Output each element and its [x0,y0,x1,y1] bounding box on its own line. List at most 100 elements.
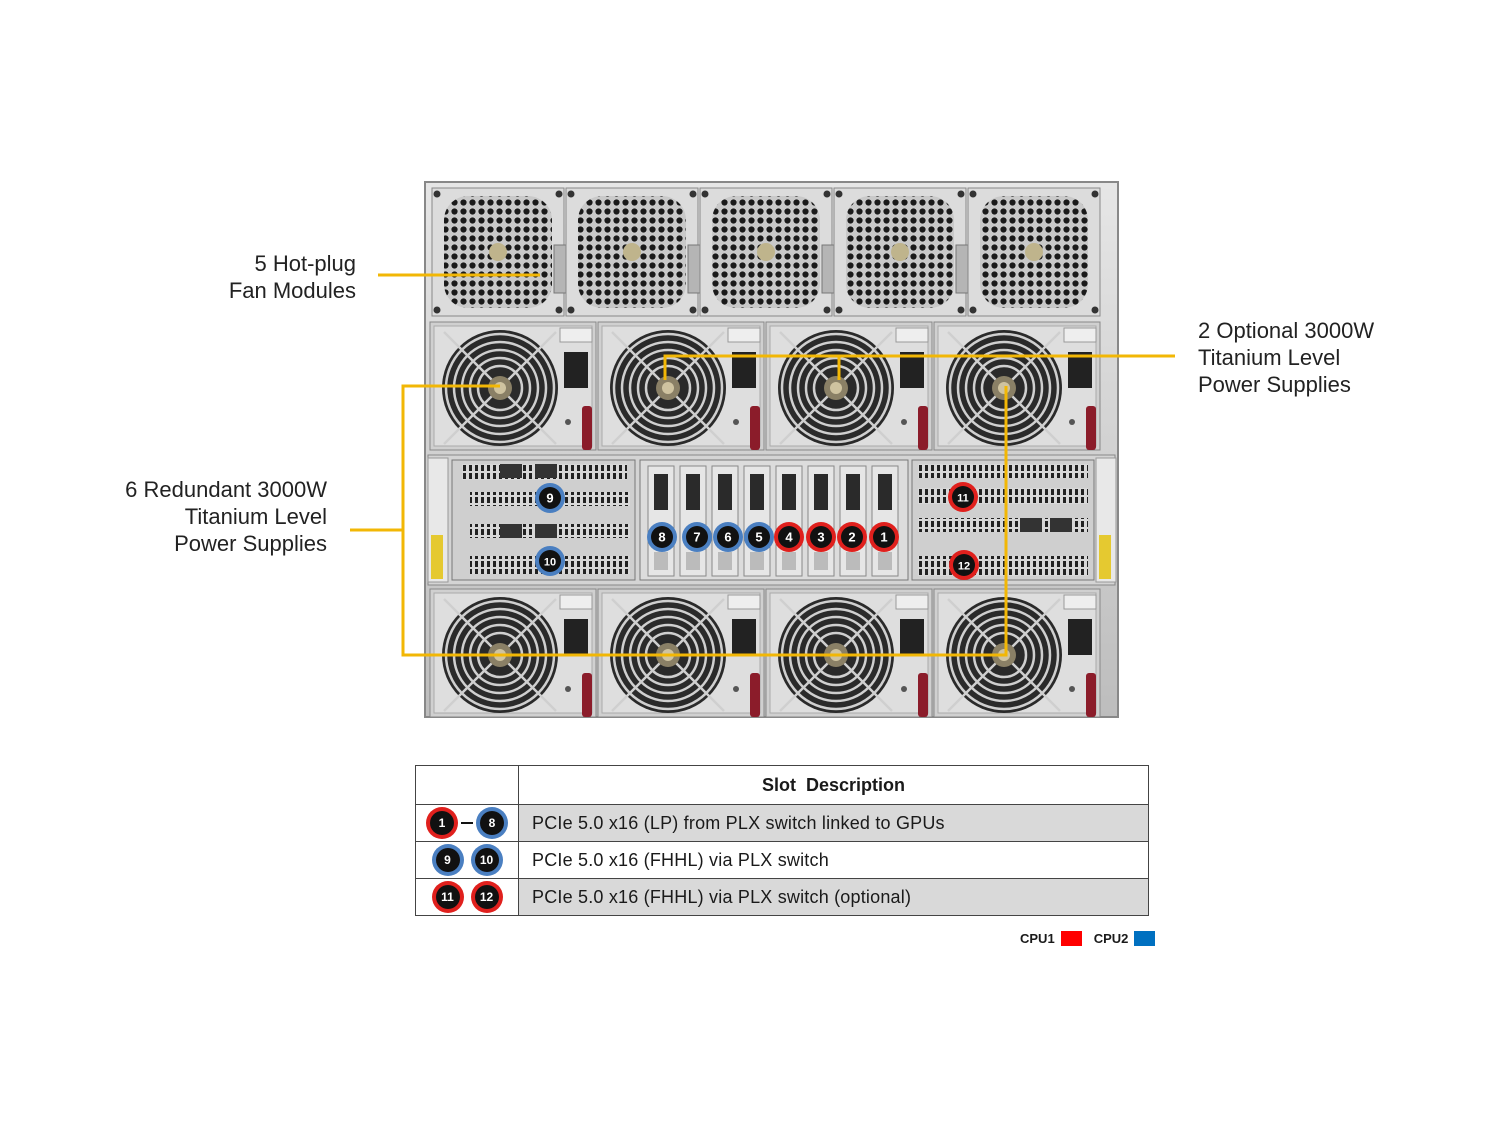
table-header-icons [415,765,519,805]
slot-badge-number: 2 [848,530,855,545]
callout-line-2: Titanium Level [1198,345,1341,370]
power-supply[interactable] [933,321,1101,451]
slot-badge-11: 11 [948,482,978,512]
legend-cpu2-swatch [1134,931,1156,946]
optional-psu-callout: 2 Optional 3000W Titanium Level Power Su… [1198,317,1374,398]
pcie-lp-slot[interactable] [679,465,707,577]
slot-badge-number: 7 [693,530,700,545]
row-badges: 9 10 [415,841,519,879]
callout-line-3: Power Supplies [1198,372,1351,397]
slot-badge: 12 [474,885,499,909]
psu-release-handle[interactable] [750,673,760,717]
row-description: PCIe 5.0 x16 (LP) from PLX switch linked… [518,804,1149,842]
fan-module[interactable] [565,187,705,317]
fan-module[interactable] [699,187,839,317]
power-inlet-icon [564,619,588,655]
row-description: PCIe 5.0 x16 (FHHL) via PLX switch (opti… [518,878,1149,916]
pcie-lp-slot[interactable] [839,465,867,577]
power-supply[interactable] [765,321,933,451]
slot-badge-number: 9 [546,491,553,506]
table-row: 11 12 PCIe 5.0 x16 (FHHL) via PLX switch … [415,878,1149,916]
callout-line-3: Power Supplies [174,531,327,556]
psu-release-handle[interactable] [582,406,592,450]
optional-psu-callout-line [663,354,1175,380]
slot-badge-number: 4 [785,530,793,545]
power-supply[interactable] [597,321,765,451]
cpu-legend: CPU1 CPU2 [1020,931,1161,946]
row-description: PCIe 5.0 x16 (FHHL) via PLX switch [518,841,1149,879]
right-latch-icon[interactable] [1099,535,1111,579]
psu-release-handle[interactable] [1086,673,1096,717]
pcie-lp-slot[interactable] [807,465,835,577]
slot-badge: 11 [435,885,460,909]
fan-module[interactable] [431,187,571,317]
slot-badge-5: 5 [744,522,774,552]
psu-release-handle[interactable] [750,406,760,450]
pcie-lp-slot[interactable] [647,465,675,577]
pcie-lp-slot[interactable] [711,465,739,577]
legend-cpu2-label: CPU2 [1093,931,1129,946]
slot-badge-1: 1 [869,522,899,552]
power-inlet-icon [900,619,924,655]
psu-row-bottom [429,588,1101,718]
slot-badge-number: 8 [658,530,665,545]
callout-line-1: 6 Redundant 3000W [125,477,327,502]
pcie-lp-slot[interactable] [775,465,803,577]
slot-badge-number: 3 [817,530,824,545]
power-supply[interactable] [933,588,1101,718]
row-badges: 11 12 [415,878,519,916]
slot-badge: 9 [435,848,460,872]
slot-badge-number: 10 [544,557,556,569]
psu-release-handle[interactable] [918,406,928,450]
slot-badge-8: 8 [647,522,677,552]
power-inlet-icon [900,352,924,388]
pcie-section [427,454,1117,586]
slot-badge-number: 12 [958,561,970,573]
slot-badge-7: 7 [682,522,712,552]
slot-badge: 1 [430,811,454,835]
power-inlet-icon [564,352,588,388]
pcie-lp-slot[interactable] [871,465,899,577]
power-supply[interactable] [765,588,933,718]
slot-badge-12: 12 [949,550,979,580]
power-inlet-icon [732,619,756,655]
table-header-row: Slot Description [415,765,1149,805]
power-supply[interactable] [597,588,765,718]
callout-line-1: 2 Optional 3000W [1198,318,1375,343]
legend-cpu1-swatch [1060,931,1082,946]
psu-release-handle[interactable] [918,673,928,717]
slot-badge-number: 1 [880,530,887,545]
slot-badge-10: 10 [535,546,565,576]
slot-badge-2: 2 [837,522,867,552]
fan-modules-callout: 5 Hot-plug Fan Modules [200,250,356,304]
callout-lines [350,273,1175,657]
table-header-title: Slot Description [518,765,1149,805]
slot-badge-number: 5 [755,530,762,545]
fan-module[interactable] [833,187,973,317]
slot-badge-3: 3 [806,522,836,552]
slot-badges: 8 7 6 5 4 3 2 1 9 10 11 12 [535,482,979,580]
psu-release-handle[interactable] [1086,406,1096,450]
psu-release-handle[interactable] [582,673,592,717]
slot-badge-6: 6 [713,522,743,552]
left-latch-icon[interactable] [431,535,443,579]
fan-module[interactable] [967,187,1101,317]
slot-badge-9: 9 [535,483,565,513]
slot-badge-4: 4 [774,522,804,552]
redundant-psu-callout-line [350,384,1008,657]
pcie-lp-slot[interactable] [743,465,771,577]
callout-line-2: Titanium Level [184,504,327,529]
power-supply[interactable] [429,588,597,718]
table-row: 9 10 PCIe 5.0 x16 (FHHL) via PLX switch [415,841,1149,879]
slot-badge: 10 [474,848,499,872]
slot-badge-number: 11 [957,493,969,505]
power-inlet-icon [732,352,756,388]
power-inlet-icon [1068,352,1092,388]
slot-badge-number: 6 [724,530,731,545]
legend-cpu1-label: CPU1 [1020,931,1055,946]
slot-badge: 8 [480,811,504,835]
